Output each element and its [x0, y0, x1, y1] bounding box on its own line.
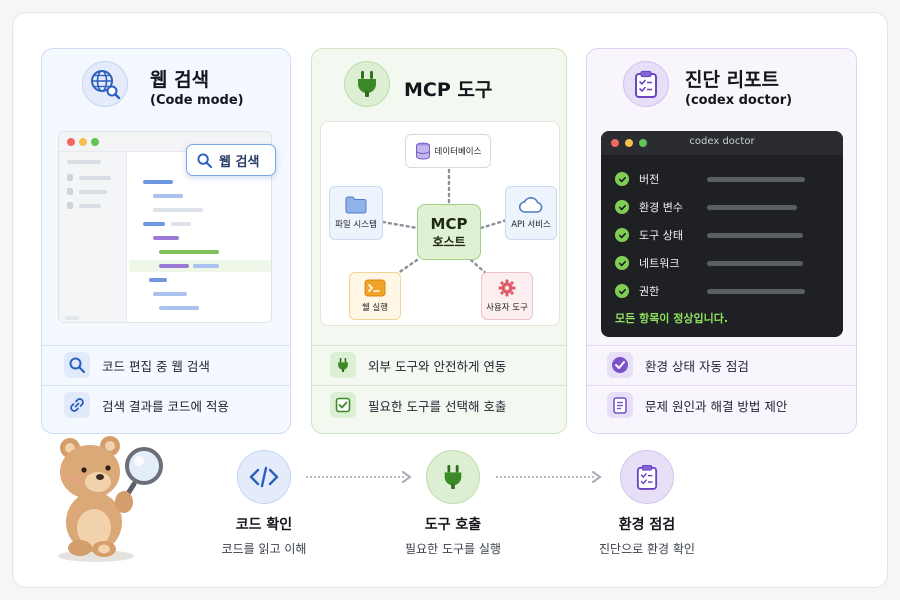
web-search-title: 웹 검색	[150, 69, 210, 91]
minimize-dot	[625, 139, 633, 147]
api-label: API 서비스	[511, 220, 551, 230]
web-feature-2-label: 검색 결과를 코드에 적용	[102, 398, 229, 414]
doctor-subtitle: (codex doctor)	[685, 93, 793, 108]
check-label-version: 버전	[639, 173, 660, 186]
check-row-version: 버전	[615, 169, 659, 189]
editor-window-mock	[58, 131, 272, 323]
flow-step-3-title: 환경 점검	[618, 517, 676, 533]
bear-with-magnifier-icon	[58, 436, 163, 562]
doctor-header: 진단 리포트 (codex doctor)	[587, 49, 856, 119]
check-icon	[615, 228, 629, 242]
check-icon	[615, 200, 629, 214]
terminal-title: codex doctor	[689, 136, 755, 147]
mcp-title: MCP 도구	[404, 79, 493, 101]
flow-step-1-desc: 코드를 읽고 이해	[221, 542, 307, 556]
mcp-tools-card: MCP 도구 데이터베이스 파일 시스템	[311, 48, 567, 434]
doctor-feature-2-label: 문제 원인과 해결 방법 제안	[645, 398, 788, 414]
web-feature-2: 검색 결과를 코드에 적용	[64, 386, 229, 424]
mcp-host-line2: 호스트	[432, 234, 466, 249]
filesystem-label: 파일 시스템	[335, 220, 377, 230]
check-label-tools: 도구 상태	[639, 229, 683, 242]
search-icon	[197, 152, 212, 168]
mcp-feature-1: 외부 도구와 안전하게 연동	[330, 346, 506, 384]
terminal-ok-message: 모든 항목이 정상입니다.	[615, 312, 729, 325]
arrow-head-icon	[402, 471, 412, 483]
flow-arrow-2	[496, 476, 594, 478]
link-icon	[64, 392, 90, 418]
arrow-head-icon	[592, 471, 602, 483]
web-search-subtitle: (Code mode)	[150, 93, 244, 108]
check-icon	[615, 256, 629, 270]
custom-tool-label: 사용자 도구	[486, 303, 528, 313]
terminal-icon	[364, 279, 386, 297]
mcp-feature-2: 필요한 도구를 선택해 호출	[330, 386, 506, 424]
close-dot	[67, 138, 75, 146]
doctor-terminal: codex doctor 버전 환경 변수 도구 상태 네트워크 권한 모든 항…	[601, 131, 843, 337]
plug-icon	[426, 450, 480, 504]
check-label-network: 네트워크	[639, 257, 680, 270]
database-node: 데이터베이스	[405, 134, 491, 168]
doctor-report-card: 진단 리포트 (codex doctor) codex doctor 버전 환경…	[586, 48, 857, 434]
doctor-title: 진단 리포트	[685, 69, 780, 91]
api-node: API 서비스	[505, 186, 557, 240]
mcp-feature-1-label: 외부 도구와 안전하게 연동	[368, 358, 507, 374]
clipboard-icon	[620, 450, 674, 504]
plug-icon	[330, 352, 356, 378]
folder-icon	[345, 196, 367, 214]
check-icon	[615, 284, 629, 298]
mcp-host-line1: MCP	[430, 214, 468, 233]
maximize-dot	[91, 138, 99, 146]
flow-step-1-title: 코드 확인	[235, 517, 293, 533]
gear-icon	[498, 279, 516, 297]
check-row-tools: 도구 상태	[615, 225, 683, 245]
search-chip[interactable]: 웹 검색	[186, 144, 276, 176]
check-label-env: 환경 변수	[639, 201, 683, 214]
terminal-titlebar: codex doctor	[601, 131, 843, 155]
cloud-icon	[518, 197, 543, 213]
filesystem-node: 파일 시스템	[329, 186, 383, 240]
check-label-permission: 권한	[639, 285, 660, 298]
plug-icon	[344, 61, 390, 107]
shell-label: 쉘 실행	[361, 303, 389, 313]
bear-mascot	[48, 432, 164, 564]
doctor-feature-1-label: 환경 상태 자동 점검	[645, 358, 749, 374]
check-row-network: 네트워크	[615, 253, 679, 273]
web-search-header: 웹 검색 (Code mode)	[42, 49, 290, 119]
shell-node: 쉘 실행	[349, 272, 401, 320]
clipboard-icon	[623, 61, 669, 107]
doctor-feature-1: 환경 상태 자동 점검	[607, 346, 749, 384]
check-row-permission: 권한	[615, 281, 659, 301]
web-feature-1: 코드 편집 중 웹 검색	[64, 346, 210, 384]
minimize-dot	[79, 138, 87, 146]
close-dot	[611, 139, 619, 147]
doctor-feature-2: 문제 원인과 해결 방법 제안	[607, 386, 787, 424]
check-circle-icon	[607, 352, 633, 378]
database-label: 데이터베이스	[434, 147, 482, 157]
check-icon	[615, 172, 629, 186]
flow-arrow-1	[306, 476, 404, 478]
custom-tool-node: 사용자 도구	[481, 272, 533, 320]
mcp-host-node: MCP 호스트	[417, 204, 481, 260]
web-feature-1-label: 코드 편집 중 웹 검색	[102, 358, 210, 374]
search-chip-label: 웹 검색	[219, 154, 260, 170]
check-row-env: 환경 변수	[615, 197, 683, 217]
maximize-dot	[639, 139, 647, 147]
code-icon	[237, 450, 291, 504]
flow-step-2-title: 도구 호출	[424, 517, 482, 533]
mcp-feature-2-label: 필요한 도구를 선택해 호출	[368, 398, 507, 414]
web-search-card: 웹 검색 (Code mode)	[41, 48, 291, 434]
flow-step-2-desc: 필요한 도구를 실행	[405, 542, 501, 556]
file-sidebar	[59, 152, 127, 322]
document-icon	[607, 392, 633, 418]
search-icon	[64, 352, 90, 378]
mcp-header: MCP 도구	[312, 49, 566, 119]
globe-search-icon	[82, 61, 128, 107]
flow-step-3-desc: 진단으로 환경 확인	[599, 542, 695, 556]
mcp-diagram: 데이터베이스 파일 시스템 MCP 호스트 API 서비스 쉘 실행	[320, 121, 560, 326]
checkbox-icon	[330, 392, 356, 418]
database-icon	[415, 142, 430, 160]
